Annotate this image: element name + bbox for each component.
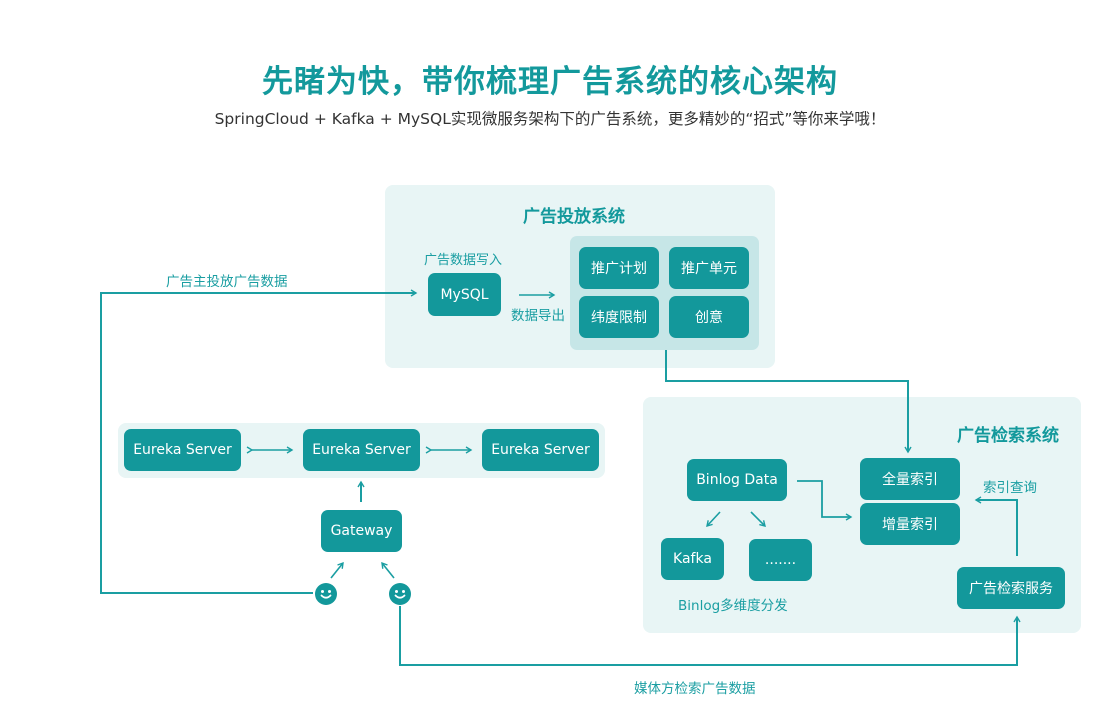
media-smiley-icon — [389, 583, 411, 605]
gateway-box[interactable]: Gateway — [321, 510, 402, 552]
page-subtitle: SpringCloud + Kafka + MySQL实现微服务架构下的广告系统… — [214, 110, 886, 128]
advertiser-flow-label: 广告主投放广告数据 — [166, 274, 288, 290]
eureka-server-3[interactable]: Eureka Server — [482, 429, 599, 471]
mysql-box[interactable]: MySQL — [428, 273, 501, 316]
incremental-index-box[interactable]: 增量索引 — [860, 503, 960, 545]
module-promotion-unit[interactable]: 推广单元 — [669, 247, 749, 289]
data-write-label: 广告数据写入 — [424, 253, 503, 268]
data-export-label: 数据导出 — [511, 308, 565, 324]
page-title: 先睹为快，带你梳理广告系统的核心架构 — [262, 64, 838, 100]
user-to-gateway-arrow-2 — [381, 561, 395, 579]
binlog-data-box[interactable]: Binlog Data — [687, 459, 787, 501]
more-box[interactable]: ....... — [749, 539, 812, 581]
index-query-label: 索引查询 — [983, 480, 1037, 496]
delivery-system-title: 广告投放系统 — [523, 207, 625, 227]
advertiser-smiley-icon — [315, 583, 337, 605]
kafka-box[interactable]: Kafka — [661, 538, 724, 580]
binlog-dispatch-label: Binlog多维度分发 — [678, 598, 788, 614]
retrieval-system-title: 广告检索系统 — [957, 426, 1059, 446]
eureka-server-1[interactable]: Eureka Server — [124, 429, 241, 471]
eureka-server-2[interactable]: Eureka Server — [303, 429, 420, 471]
full-index-box[interactable]: 全量索引 — [860, 458, 960, 500]
module-creative[interactable]: 创意 — [669, 296, 749, 338]
user-to-gateway-arrow-1 — [330, 561, 344, 579]
module-dimension-limit[interactable]: 纬度限制 — [579, 296, 659, 338]
retrieval-service-box[interactable]: 广告检索服务 — [957, 567, 1065, 609]
module-promotion-plan[interactable]: 推广计划 — [579, 247, 659, 289]
media-flow-label: 媒体方检索广告数据 — [634, 681, 756, 697]
